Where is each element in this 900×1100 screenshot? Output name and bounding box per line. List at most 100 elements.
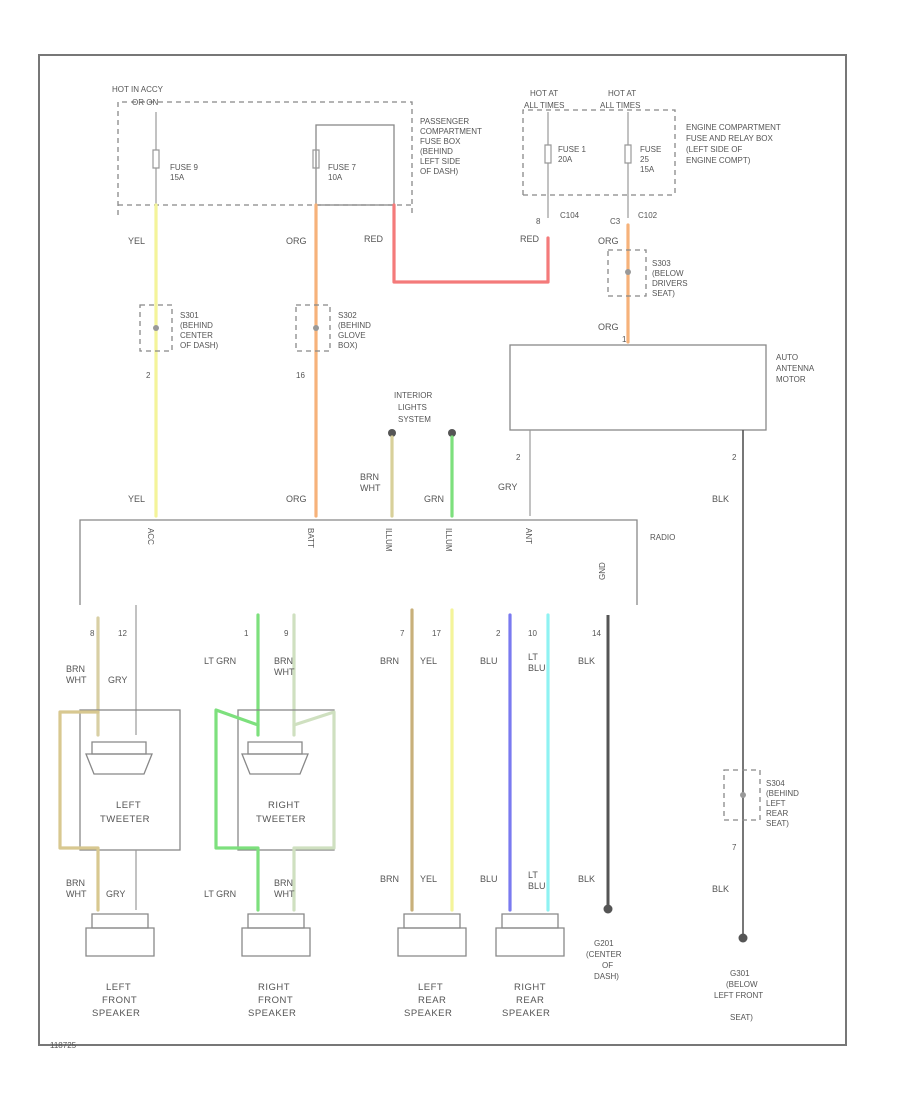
svg-text:LT GRN: LT GRN bbox=[204, 656, 236, 666]
svg-text:BLK: BLK bbox=[578, 656, 595, 666]
svg-text:GND: GND bbox=[598, 562, 607, 580]
left-tweeter: LEFT TWEETER BRN WHT GRY bbox=[58, 709, 181, 912]
svg-text:ILLUM: ILLUM bbox=[444, 528, 453, 552]
svg-text:RED: RED bbox=[520, 234, 540, 244]
svg-text:ORG: ORG bbox=[286, 494, 307, 504]
svg-text:FRONT: FRONT bbox=[102, 995, 137, 1006]
svg-text:2: 2 bbox=[732, 453, 737, 462]
svg-text:LIGHTS: LIGHTS bbox=[398, 403, 427, 412]
svg-text:ALL TIMES: ALL TIMES bbox=[600, 101, 640, 110]
svg-text:GLOVE: GLOVE bbox=[338, 331, 366, 340]
svg-text:HOT AT: HOT AT bbox=[530, 89, 558, 98]
svg-text:8: 8 bbox=[90, 629, 95, 638]
svg-text:SPEAKER: SPEAKER bbox=[92, 1008, 140, 1019]
svg-text:BLU: BLU bbox=[528, 881, 546, 891]
svg-text:FUSE: FUSE bbox=[640, 145, 661, 154]
svg-text:ENGINE COMPT): ENGINE COMPT) bbox=[686, 156, 751, 165]
svg-text:BRN: BRN bbox=[66, 664, 85, 674]
svg-text:LEFT SIDE: LEFT SIDE bbox=[420, 157, 460, 166]
svg-text:LEFT FRONT: LEFT FRONT bbox=[714, 991, 763, 1000]
svg-text:MOTOR: MOTOR bbox=[776, 375, 806, 384]
svg-text:9: 9 bbox=[284, 629, 289, 638]
svg-text:GRY: GRY bbox=[106, 889, 125, 899]
red-wire: RED RED bbox=[364, 203, 550, 284]
footer-code: 118725 bbox=[50, 1041, 77, 1050]
svg-text:YEL: YEL bbox=[128, 494, 145, 504]
svg-text:15A: 15A bbox=[640, 165, 655, 174]
yel-feed-wire: YEL YEL bbox=[128, 203, 158, 518]
interior-lights-system: INTERIOR LIGHTS SYSTEM BRN WHT GRN bbox=[360, 391, 456, 518]
diagram-frame bbox=[38, 54, 847, 1046]
svg-text:FRONT: FRONT bbox=[258, 995, 293, 1006]
left-tweeter-wires: 8 12 BRN WHT GRY bbox=[66, 605, 137, 737]
svg-text:REAR: REAR bbox=[766, 809, 788, 818]
hot-label-accy: HOT IN ACCY bbox=[112, 85, 164, 94]
svg-text:2: 2 bbox=[146, 371, 151, 380]
svg-text:LT GRN: LT GRN bbox=[204, 889, 236, 899]
svg-text:ACC: ACC bbox=[146, 528, 155, 545]
svg-text:SEAT): SEAT) bbox=[652, 289, 675, 298]
svg-text:COMPARTMENT: COMPARTMENT bbox=[420, 127, 482, 136]
svg-text:GRY: GRY bbox=[498, 482, 517, 492]
svg-text:YEL: YEL bbox=[420, 874, 437, 884]
svg-text:REAR: REAR bbox=[516, 995, 544, 1006]
svg-text:(BELOW: (BELOW bbox=[726, 980, 758, 989]
radio-ground-wire: 14 BLK BLK bbox=[578, 615, 613, 914]
svg-text:SPEAKER: SPEAKER bbox=[404, 1008, 452, 1019]
svg-text:BOX): BOX) bbox=[338, 341, 358, 350]
svg-text:(BEHIND: (BEHIND bbox=[420, 147, 453, 156]
svg-text:G201: G201 bbox=[594, 939, 614, 948]
svg-text:10: 10 bbox=[528, 629, 537, 638]
left-rear-speaker: LEFT REAR SPEAKER bbox=[397, 913, 467, 1019]
svg-text:BRN: BRN bbox=[66, 878, 85, 888]
svg-text:S304: S304 bbox=[766, 779, 785, 788]
radio: RADIO ACC BATT ILLUM ILLUM ANT GND bbox=[79, 519, 675, 605]
svg-text:1: 1 bbox=[622, 335, 627, 344]
svg-text:G301: G301 bbox=[730, 969, 750, 978]
svg-text:YEL: YEL bbox=[420, 656, 437, 666]
svg-text:BLU: BLU bbox=[480, 874, 498, 884]
svg-text:12: 12 bbox=[118, 629, 127, 638]
svg-text:WHT: WHT bbox=[66, 889, 87, 899]
svg-text:HOT AT: HOT AT bbox=[608, 89, 636, 98]
svg-text:FUSE 7: FUSE 7 bbox=[328, 163, 357, 172]
splice-s302: S302 (BEHIND GLOVE BOX) 16 bbox=[295, 304, 371, 380]
svg-text:16: 16 bbox=[296, 371, 305, 380]
left-rear-wires: 7 17 BRN YEL BRN YEL bbox=[380, 608, 454, 912]
connector-c3: C3 bbox=[610, 217, 621, 226]
splice-s303: S303 (BELOW DRIVERS SEAT) bbox=[607, 249, 688, 298]
svg-text:ORG: ORG bbox=[598, 236, 619, 246]
svg-text:BRN: BRN bbox=[360, 472, 379, 482]
svg-text:BLK: BLK bbox=[712, 884, 729, 894]
svg-text:(BEHIND: (BEHIND bbox=[766, 789, 799, 798]
svg-text:YEL: YEL bbox=[128, 236, 145, 246]
svg-text:TWEETER: TWEETER bbox=[100, 814, 150, 825]
svg-text:SPEAKER: SPEAKER bbox=[502, 1008, 550, 1019]
svg-text:S302: S302 bbox=[338, 311, 357, 320]
engine-fuse-box: HOT AT ALL TIMES HOT AT ALL TIMES ENGINE… bbox=[522, 89, 781, 196]
svg-text:CENTER: CENTER bbox=[180, 331, 213, 340]
svg-text:LT: LT bbox=[528, 652, 538, 662]
fuse-9: FUSE 9 15A bbox=[152, 112, 199, 205]
svg-text:SEAT): SEAT) bbox=[766, 819, 789, 828]
svg-text:WHT: WHT bbox=[360, 483, 381, 493]
svg-text:RIGHT: RIGHT bbox=[514, 982, 546, 993]
svg-text:OF DASH): OF DASH) bbox=[180, 341, 219, 350]
svg-text:RED: RED bbox=[364, 234, 384, 244]
svg-text:ORG: ORG bbox=[598, 322, 619, 332]
right-tweeter: RIGHT TWEETER LT GRN BRN WHT bbox=[204, 708, 336, 912]
svg-text:S301: S301 bbox=[180, 311, 199, 320]
svg-text:2: 2 bbox=[516, 453, 521, 462]
svg-text:BRN: BRN bbox=[274, 656, 293, 666]
svg-text:BRN: BRN bbox=[380, 656, 399, 666]
svg-text:S303: S303 bbox=[652, 259, 671, 268]
svg-text:14: 14 bbox=[592, 629, 601, 638]
right-rear-wires: 2 10 BLU LT BLU BLU LT BLU bbox=[480, 613, 550, 912]
org-feed-wire: ORG ORG bbox=[286, 203, 318, 518]
svg-text:25: 25 bbox=[640, 155, 649, 164]
auto-antenna-motor: AUTO ANTENNA MOTOR 1 2 GRY 2 BLK bbox=[498, 335, 815, 935]
svg-text:DRIVERS: DRIVERS bbox=[652, 279, 688, 288]
svg-text:RADIO: RADIO bbox=[650, 533, 675, 542]
connector-c104: C104 bbox=[560, 211, 580, 220]
svg-text:DASH): DASH) bbox=[594, 972, 619, 981]
